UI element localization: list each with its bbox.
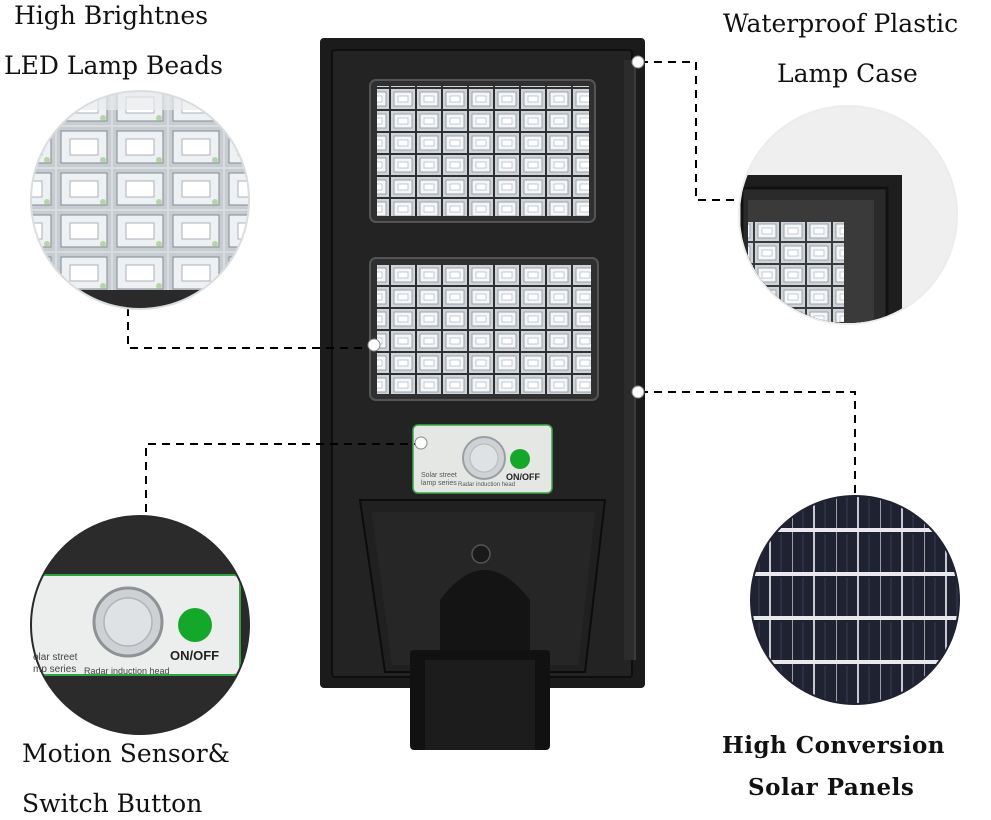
zoom-led-beads	[30, 90, 250, 310]
zoom-solar-panel	[750, 495, 960, 705]
led-callout-title-line2: LED Lamp Beads	[4, 51, 223, 80]
solar-callout-title-line2: Solar Panels	[748, 774, 915, 801]
zoom-sensor-label-line2: mp series	[33, 664, 77, 675]
zoom-sensor-switch-label: ON/OFF	[170, 648, 220, 663]
sensor-module	[412, 424, 553, 494]
sensor-callout-title-line1: Motion Sensor&	[22, 739, 230, 768]
case-callout-title-line2: Lamp Case	[777, 59, 918, 88]
led-panel-top	[369, 79, 596, 223]
zoom-sensor	[30, 515, 250, 735]
pole-mount	[358, 499, 607, 750]
zoom-sensor-radar-label: Radar induction head	[84, 666, 170, 676]
sensor-label-line1: Solar street	[421, 472, 457, 479]
sensor-label-line2: lamp series	[421, 480, 457, 487]
solar-callout-title-line1: High Conversion	[722, 732, 946, 759]
sensor-callout-title-line2: Switch Button	[22, 789, 203, 818]
sensor-switch-label: ON/OFF	[506, 472, 540, 482]
case-callout-title-line1: Waterproof Plastic	[723, 9, 959, 38]
sensor-radar-label: Radar induction head	[458, 482, 516, 488]
zoom-lamp-case	[738, 105, 958, 325]
zoom-sensor-label-line1: olar street	[33, 652, 78, 663]
callout-connectors	[127, 61, 856, 530]
connector-dots	[367, 55, 645, 450]
led-callout-title-line1: High Brightnes	[14, 1, 209, 30]
led-panel-bottom	[369, 257, 599, 401]
